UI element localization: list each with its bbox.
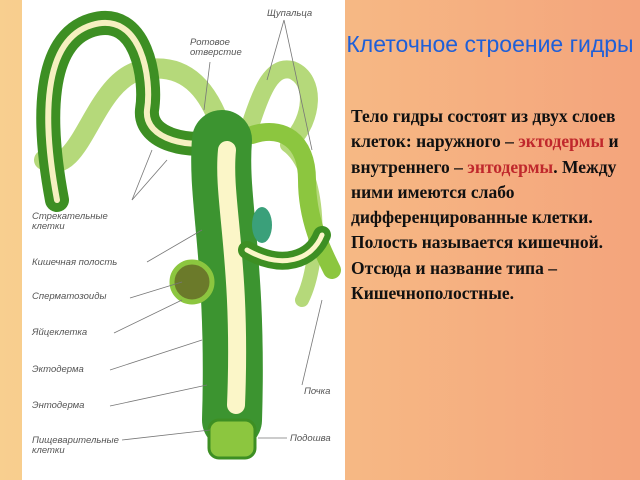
label-gut-cavity: Кишечная полость (32, 257, 118, 268)
body-text-part3: . Между ними имеются слабо дифференциров… (351, 156, 617, 304)
label-mouth: Ротовое отверстие (190, 37, 242, 58)
label-sperm: Сперматозоиды (32, 291, 107, 302)
egg-cell (169, 259, 215, 305)
sole (207, 418, 257, 460)
tentacle-right-back (243, 60, 318, 149)
label-leader-lines (109, 19, 323, 441)
hydra-diagram: Щупальца Ротовое отверстие Стрекательные… (22, 0, 345, 480)
label-endoderm: Энтодерма (32, 400, 85, 411)
label-bud: Почка (304, 386, 331, 397)
label-ectoderm: Эктодерма (32, 364, 84, 375)
label-egg: Яйцеклетка (32, 327, 88, 338)
gut-cavity (217, 141, 247, 414)
label-digestive-cells: Пищеварительные клетки (32, 435, 119, 456)
slide-title: Клеточное строение гидры (346, 31, 634, 57)
hydra-illustration (34, 11, 341, 460)
slide-body-text: Тело гидры состоят из двух слоев клеток:… (351, 104, 636, 306)
body-text-part1: Тело гидры состоят из двух слоев клеток:… (351, 106, 616, 152)
spermatozoa (252, 207, 272, 243)
body-text-part2: и внутреннего – (351, 131, 619, 177)
term-endoderm: энтодермы (467, 156, 554, 177)
label-stinging-cells: Стрекательные клетки (32, 211, 108, 232)
label-tentacles: Щупальца (267, 8, 313, 19)
term-ectoderm: эктодермы (518, 131, 605, 152)
label-sole: Подошва (290, 433, 331, 444)
